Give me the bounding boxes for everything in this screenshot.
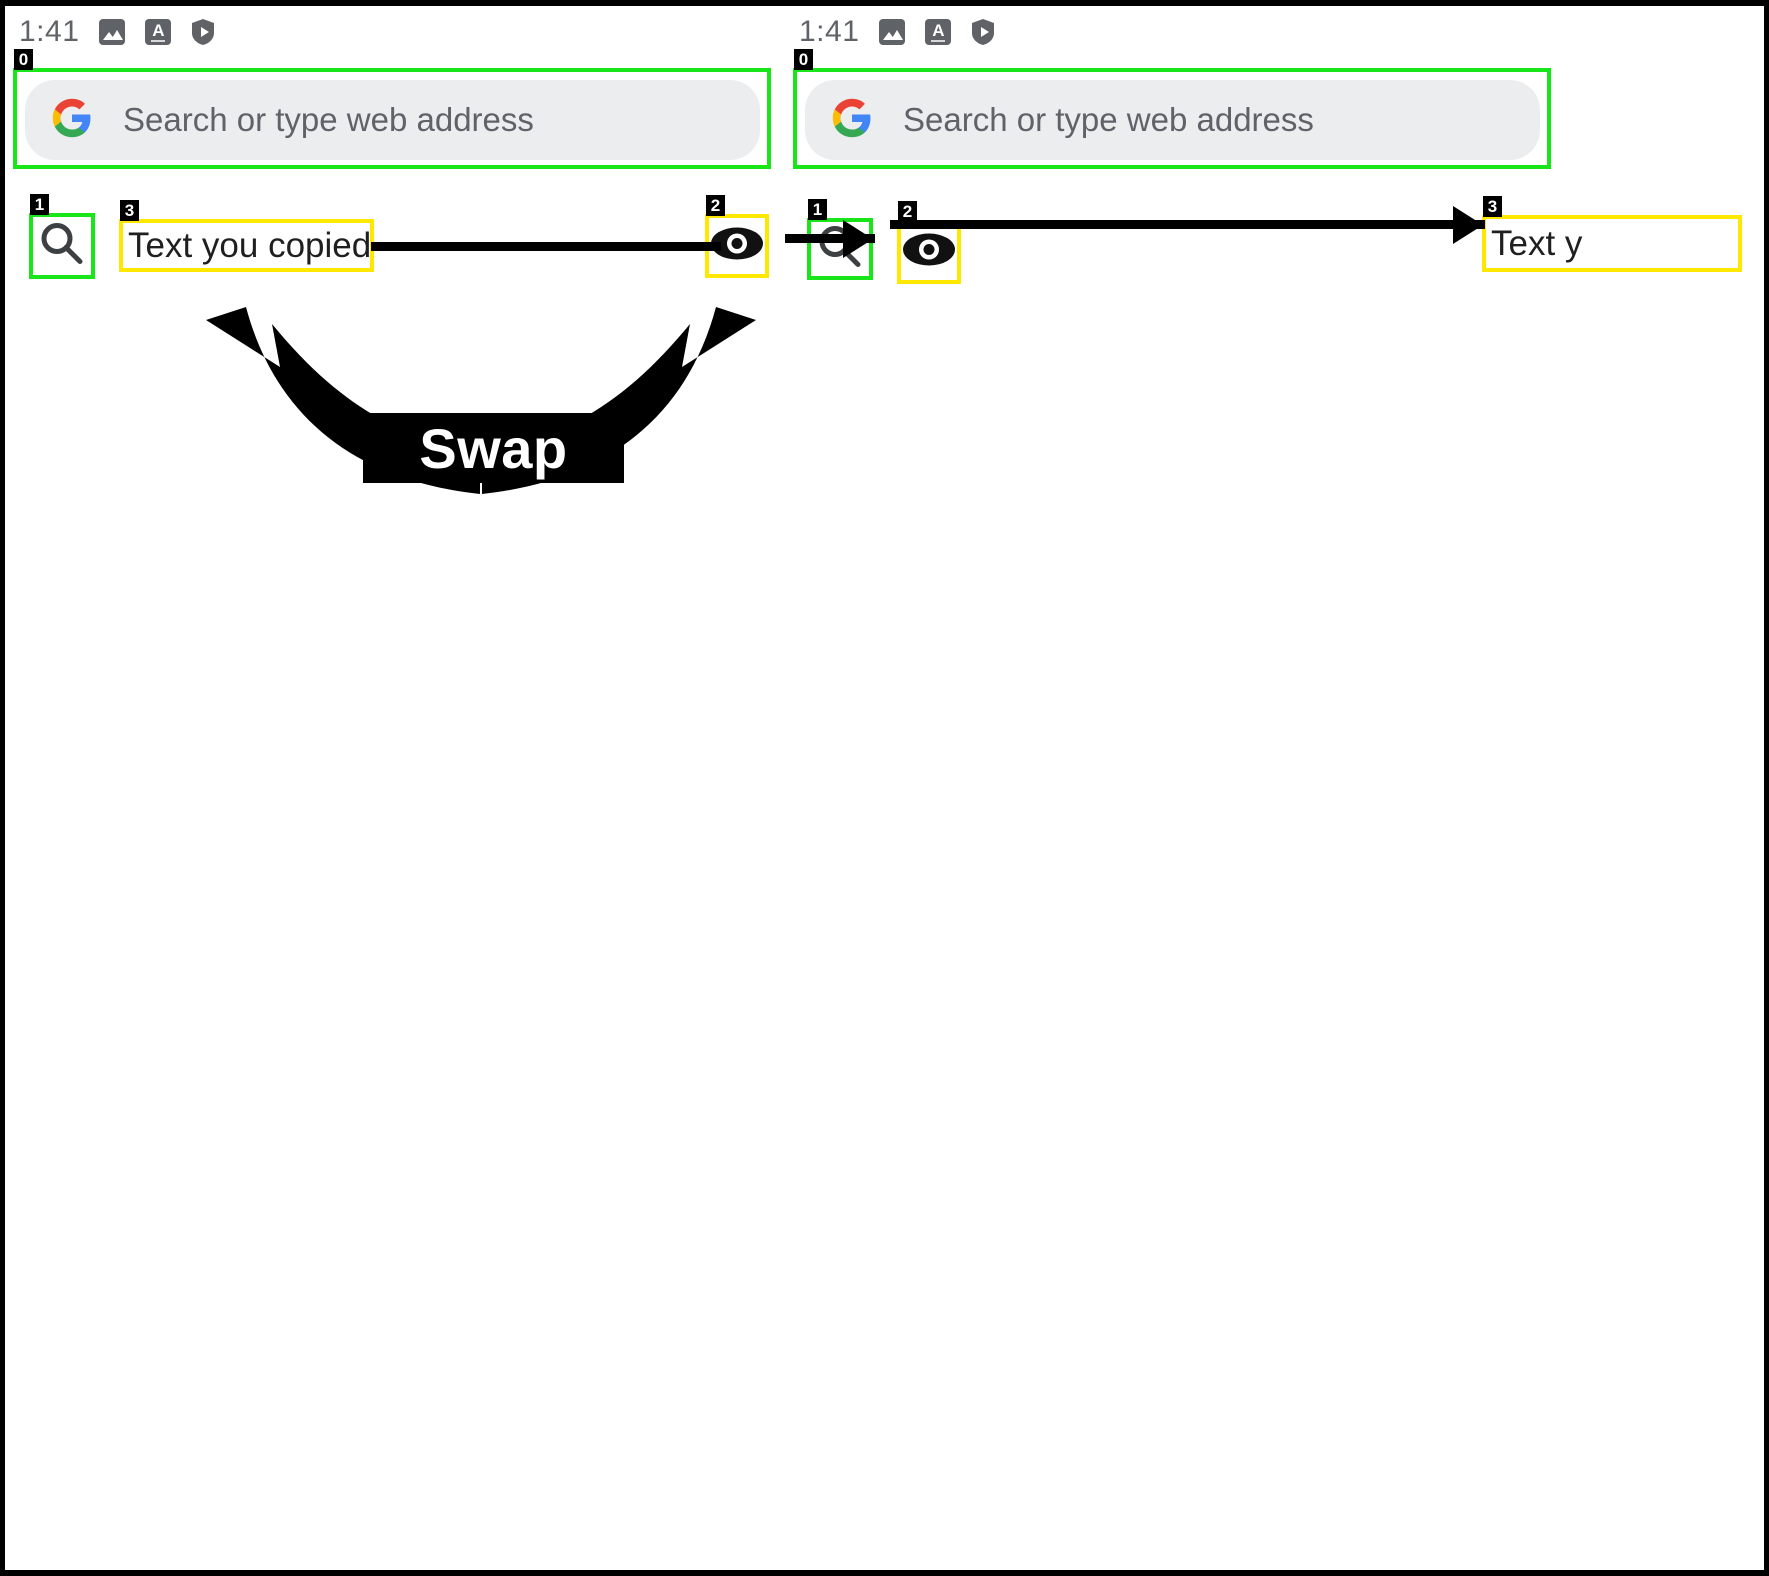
translate-icon: A xyxy=(145,19,172,45)
eye-icon[interactable] xyxy=(709,224,765,269)
annotation-tag: 1 xyxy=(30,194,49,215)
status-icon-group: A xyxy=(99,18,215,46)
magnifier-icon[interactable] xyxy=(36,218,88,275)
status-bar-left: 1:41 A xyxy=(5,6,215,58)
status-clock: 1:41 xyxy=(19,15,80,48)
phone-screenshot-left: 1:41 A 0 xyxy=(5,6,780,1570)
status-icon-group: A xyxy=(879,18,995,46)
connector-line-right-short xyxy=(785,234,875,243)
connector-line-left xyxy=(371,242,721,251)
annotation-tag: 2 xyxy=(898,201,917,222)
copied-text-label: Text y xyxy=(1491,223,1583,263)
status-bar-right: 1:41 A xyxy=(785,6,995,58)
omnibox-right[interactable]: Search or type web address xyxy=(805,80,1540,160)
status-clock: 1:41 xyxy=(799,15,860,48)
swap-label: Swap xyxy=(363,413,624,483)
annotation-tag: 0 xyxy=(794,49,813,70)
connector-arrowhead-right-long xyxy=(1453,206,1483,244)
magnifier-annotation-left[interactable]: 1 xyxy=(29,194,95,279)
copied-text-annotation-right[interactable]: 3 Text y xyxy=(1482,196,1742,272)
copied-text-label: Text you copied xyxy=(128,225,372,265)
shield-play-icon xyxy=(971,18,995,46)
border-right xyxy=(1764,0,1769,1576)
annotation-tag: 3 xyxy=(1483,196,1502,217)
omnibox-annotation-left[interactable]: 0 xyxy=(13,49,771,169)
border-top xyxy=(0,0,1769,6)
phone-screenshot-right: 1:41 A 0 xyxy=(785,6,1764,1570)
connector-arrowhead-right-short xyxy=(843,220,873,258)
swap-label-text: Swap xyxy=(419,416,568,480)
omnibox-left[interactable]: Search or type web address xyxy=(25,80,760,160)
omnibox-placeholder: Search or type web address xyxy=(123,101,534,138)
omnibox-annotation-right[interactable]: 0 xyxy=(793,49,1551,169)
google-g-logo xyxy=(831,97,873,144)
translate-icon: A xyxy=(925,19,952,45)
annotation-tag: 0 xyxy=(14,49,33,70)
annotation-tag: 3 xyxy=(120,200,139,221)
copied-text-annotation-left[interactable]: 3 Text you copied xyxy=(119,200,374,272)
border-bottom xyxy=(0,1570,1769,1576)
annotation-tag: 1 xyxy=(808,199,827,220)
omnibox-placeholder: Search or type web address xyxy=(903,101,1314,138)
border-left xyxy=(0,0,5,1576)
connector-line-right-long xyxy=(890,220,1485,229)
shield-play-icon xyxy=(191,18,215,46)
eye-annotation-right[interactable]: 2 xyxy=(897,201,961,284)
image-icon xyxy=(99,19,126,45)
image-icon xyxy=(879,19,906,45)
eye-icon[interactable] xyxy=(901,230,957,275)
annotation-tag: 2 xyxy=(706,195,725,216)
google-g-logo xyxy=(51,97,93,144)
